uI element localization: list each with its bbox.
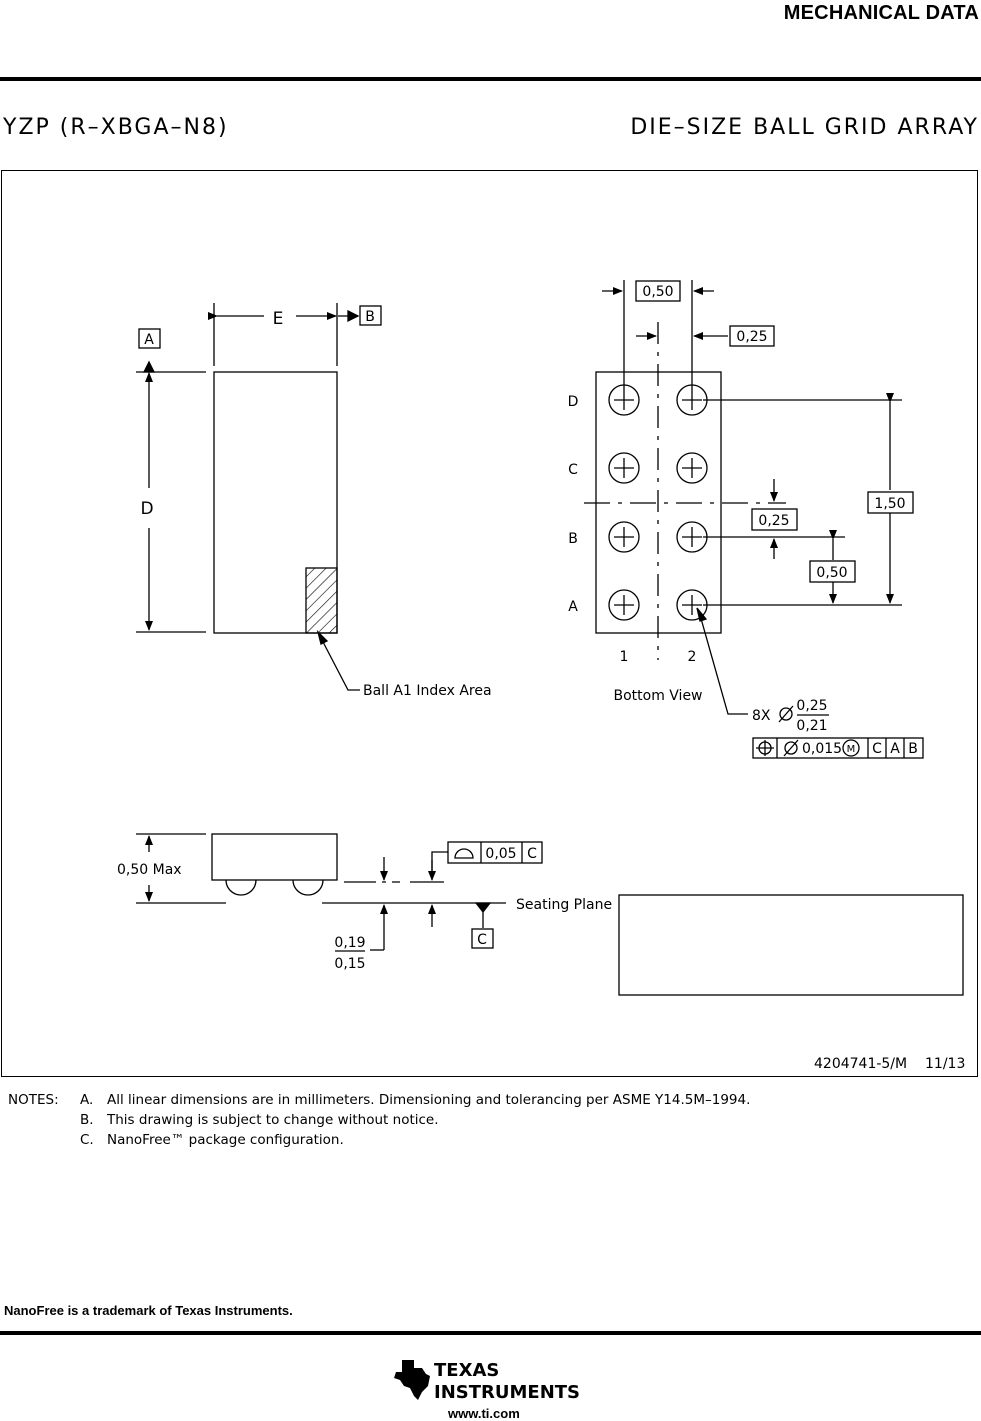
seating-plane-label: Seating Plane bbox=[516, 897, 612, 913]
ball-grid bbox=[608, 384, 708, 621]
footer-rule bbox=[0, 1331, 981, 1335]
dim-150-box bbox=[867, 491, 914, 514]
row-label-a: A bbox=[568, 599, 578, 615]
index-area-label: Ball A1 Index Area bbox=[363, 683, 492, 699]
company-line2: INSTRUMENTS bbox=[434, 1382, 580, 1403]
section-title: MECHANICAL DATA bbox=[783, 2, 979, 24]
bottom-view-label: Bottom View bbox=[613, 688, 702, 704]
position-tolerance-frame bbox=[752, 737, 924, 759]
note-text: NanoFree™ package configuration. bbox=[107, 1132, 344, 1148]
package-code: YZP (R–XBGA–N8) bbox=[3, 115, 229, 140]
datum-b-box bbox=[359, 305, 382, 326]
dim-025-box bbox=[751, 508, 798, 531]
col-label-1: 1 bbox=[620, 649, 629, 665]
note-text: All linear dimensions are in millimeters… bbox=[107, 1092, 751, 1108]
col-label-2: 2 bbox=[688, 649, 697, 665]
dim-e-label: E bbox=[273, 309, 284, 329]
datum-a-label: A bbox=[144, 332, 154, 348]
index-area-hatch bbox=[305, 567, 338, 634]
coplanarity-value: 0,05 bbox=[485, 846, 516, 862]
offset-top-label: 0,25 bbox=[736, 329, 767, 345]
tolerance-ref-a: A bbox=[890, 741, 900, 757]
dim-d-label: D bbox=[140, 499, 153, 519]
note-text: This drawing is subject to change withou… bbox=[107, 1112, 439, 1128]
datum-a-box bbox=[138, 328, 161, 349]
note-letter: B. bbox=[80, 1112, 94, 1128]
datum-c-box bbox=[471, 928, 494, 949]
offset-box bbox=[729, 325, 775, 347]
coplanarity-ref: C bbox=[527, 846, 537, 862]
height-max-label: 0,50 Max bbox=[117, 862, 182, 878]
coplanarity-frame bbox=[447, 841, 543, 864]
dim-150-label: 1,50 bbox=[874, 496, 905, 512]
ti-logo: TEXAS INSTRUMENTS bbox=[392, 1356, 582, 1410]
dim-050-right-label: 0,50 bbox=[816, 565, 847, 581]
note-letter: C. bbox=[80, 1132, 94, 1148]
notes-section: NOTES: A. All linear dimensions are in mil… bbox=[8, 1090, 750, 1150]
company-url[interactable]: www.ti.com bbox=[448, 1406, 520, 1421]
texas-state-icon bbox=[394, 1360, 430, 1400]
row-label-b: B bbox=[568, 531, 578, 547]
pitch-box bbox=[635, 280, 681, 302]
ball-count-label: 8X bbox=[752, 708, 771, 724]
drawing-date: 11/13 bbox=[925, 1056, 965, 1072]
dim-025-right-label: 0,25 bbox=[758, 513, 789, 529]
tolerance-modifier: M bbox=[847, 744, 856, 755]
standoff-min: 0,15 bbox=[334, 956, 365, 972]
tolerance-ref-c: C bbox=[872, 741, 882, 757]
mechanical-drawing: A B C E D Ball A1 Index Area 0,50 0,25 D… bbox=[117, 280, 965, 1072]
company-line1: TEXAS bbox=[434, 1360, 499, 1381]
trademark-note: NanoFree is a trademark of Texas Instrum… bbox=[4, 1303, 293, 1318]
side-view-package bbox=[211, 833, 338, 881]
drawing-frame bbox=[1, 170, 978, 1077]
tolerance-value: 0,015 bbox=[802, 741, 842, 757]
dim-050-box bbox=[809, 560, 856, 583]
ball-diameter-max: 0,25 bbox=[796, 698, 827, 714]
drawing-number: 4204741-5/M bbox=[814, 1056, 907, 1072]
row-label-c: C bbox=[568, 462, 578, 478]
blank-callout-box bbox=[618, 894, 964, 996]
top-view-package bbox=[213, 371, 338, 634]
tolerance-ref-b: B bbox=[908, 741, 918, 757]
standoff-max: 0,19 bbox=[334, 935, 365, 951]
header-rule bbox=[0, 77, 981, 81]
note-letter: A. bbox=[80, 1092, 94, 1108]
datum-c-label: C bbox=[477, 932, 487, 948]
pitch-top-label: 0,50 bbox=[642, 284, 673, 300]
notes-label: NOTES: bbox=[8, 1092, 59, 1108]
package-name: DIE–SIZE BALL GRID ARRAY bbox=[630, 115, 979, 140]
row-label-d: D bbox=[568, 394, 579, 410]
datum-b-label: B bbox=[365, 309, 375, 325]
ball-diameter-min: 0,21 bbox=[796, 718, 827, 734]
